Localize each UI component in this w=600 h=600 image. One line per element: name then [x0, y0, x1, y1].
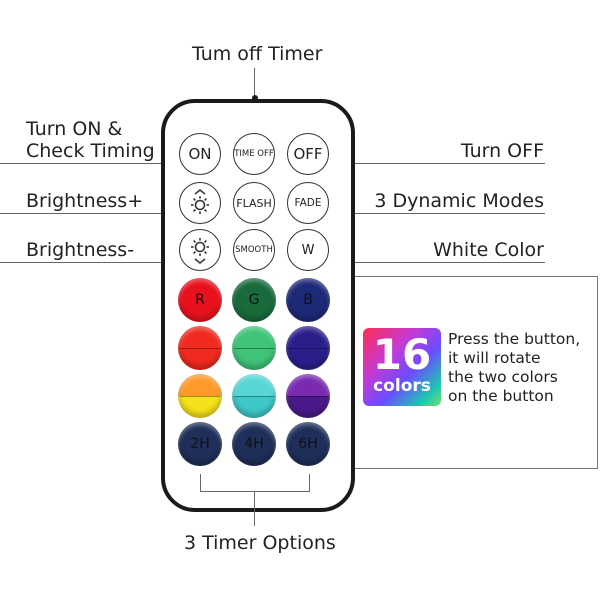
- label-turn-on-line1: Turn ON &: [26, 118, 123, 140]
- sun-up-icon: [191, 189, 209, 214]
- label-white-color: White Color: [433, 239, 544, 261]
- leader-line-on: [0, 163, 200, 164]
- description-line: it will rotate: [448, 349, 541, 367]
- white-button[interactable]: W: [287, 229, 329, 271]
- time-off-button[interactable]: TIME OFF: [233, 133, 275, 175]
- smooth-button[interactable]: SMOOTH: [233, 229, 275, 271]
- leader-line-modes: [310, 213, 545, 214]
- color-rotation-description: Press the button, it will rotate the two…: [448, 330, 580, 406]
- brightness-down-button[interactable]: [179, 229, 221, 271]
- leader-line-timer-options: [254, 492, 255, 526]
- timer-2h-button[interactable]: 2H: [178, 422, 222, 466]
- leader-line-white: [310, 262, 545, 263]
- timer-6h-button[interactable]: 6H: [286, 422, 330, 466]
- green-button[interactable]: G: [232, 278, 276, 322]
- label-dynamic-modes: 3 Dynamic Modes: [374, 190, 544, 212]
- leader-line-brightness-up: [0, 213, 200, 214]
- fade-button[interactable]: FADE: [287, 182, 329, 224]
- label-turn-on-line2: Check Timing: [26, 140, 155, 162]
- badge-word: colors: [373, 376, 431, 396]
- color-button-cyan[interactable]: [232, 374, 276, 418]
- label-brightness-up: Brightness+: [26, 190, 144, 212]
- description-line: the two colors: [448, 368, 558, 386]
- blue-button[interactable]: B: [286, 278, 330, 322]
- color-button-light-green[interactable]: [232, 326, 276, 370]
- badge-number: 16: [372, 330, 432, 379]
- label-timer-options: 3 Timer Options: [184, 532, 336, 554]
- label-turn-off-timer: Tum off Timer: [192, 43, 323, 65]
- sixteen-colors-badge: 16 colors: [363, 328, 441, 406]
- description-line: on the button: [448, 387, 554, 405]
- label-turn-off: Turn OFF: [460, 140, 544, 162]
- color-button-orange-yellow[interactable]: [178, 374, 222, 418]
- brightness-up-button[interactable]: [179, 182, 221, 224]
- color-button-indigo[interactable]: [286, 326, 330, 370]
- color-button-purple[interactable]: [286, 374, 330, 418]
- off-button[interactable]: OFF: [287, 133, 329, 175]
- description-line: Press the button,: [448, 330, 581, 348]
- timer-bracket: [200, 474, 310, 492]
- leader-line-brightness-down: [0, 262, 200, 263]
- sun-down-icon: [191, 238, 209, 264]
- ir-emitter-dot: [252, 95, 258, 101]
- leader-line-off: [310, 163, 545, 164]
- red-button[interactable]: R: [178, 278, 222, 322]
- on-button[interactable]: ON: [179, 133, 221, 175]
- timer-4h-button[interactable]: 4H: [232, 422, 276, 466]
- flash-button[interactable]: FLASH: [233, 182, 275, 224]
- label-brightness-down: Brightness-: [26, 239, 135, 261]
- color-button-red-orange[interactable]: [178, 326, 222, 370]
